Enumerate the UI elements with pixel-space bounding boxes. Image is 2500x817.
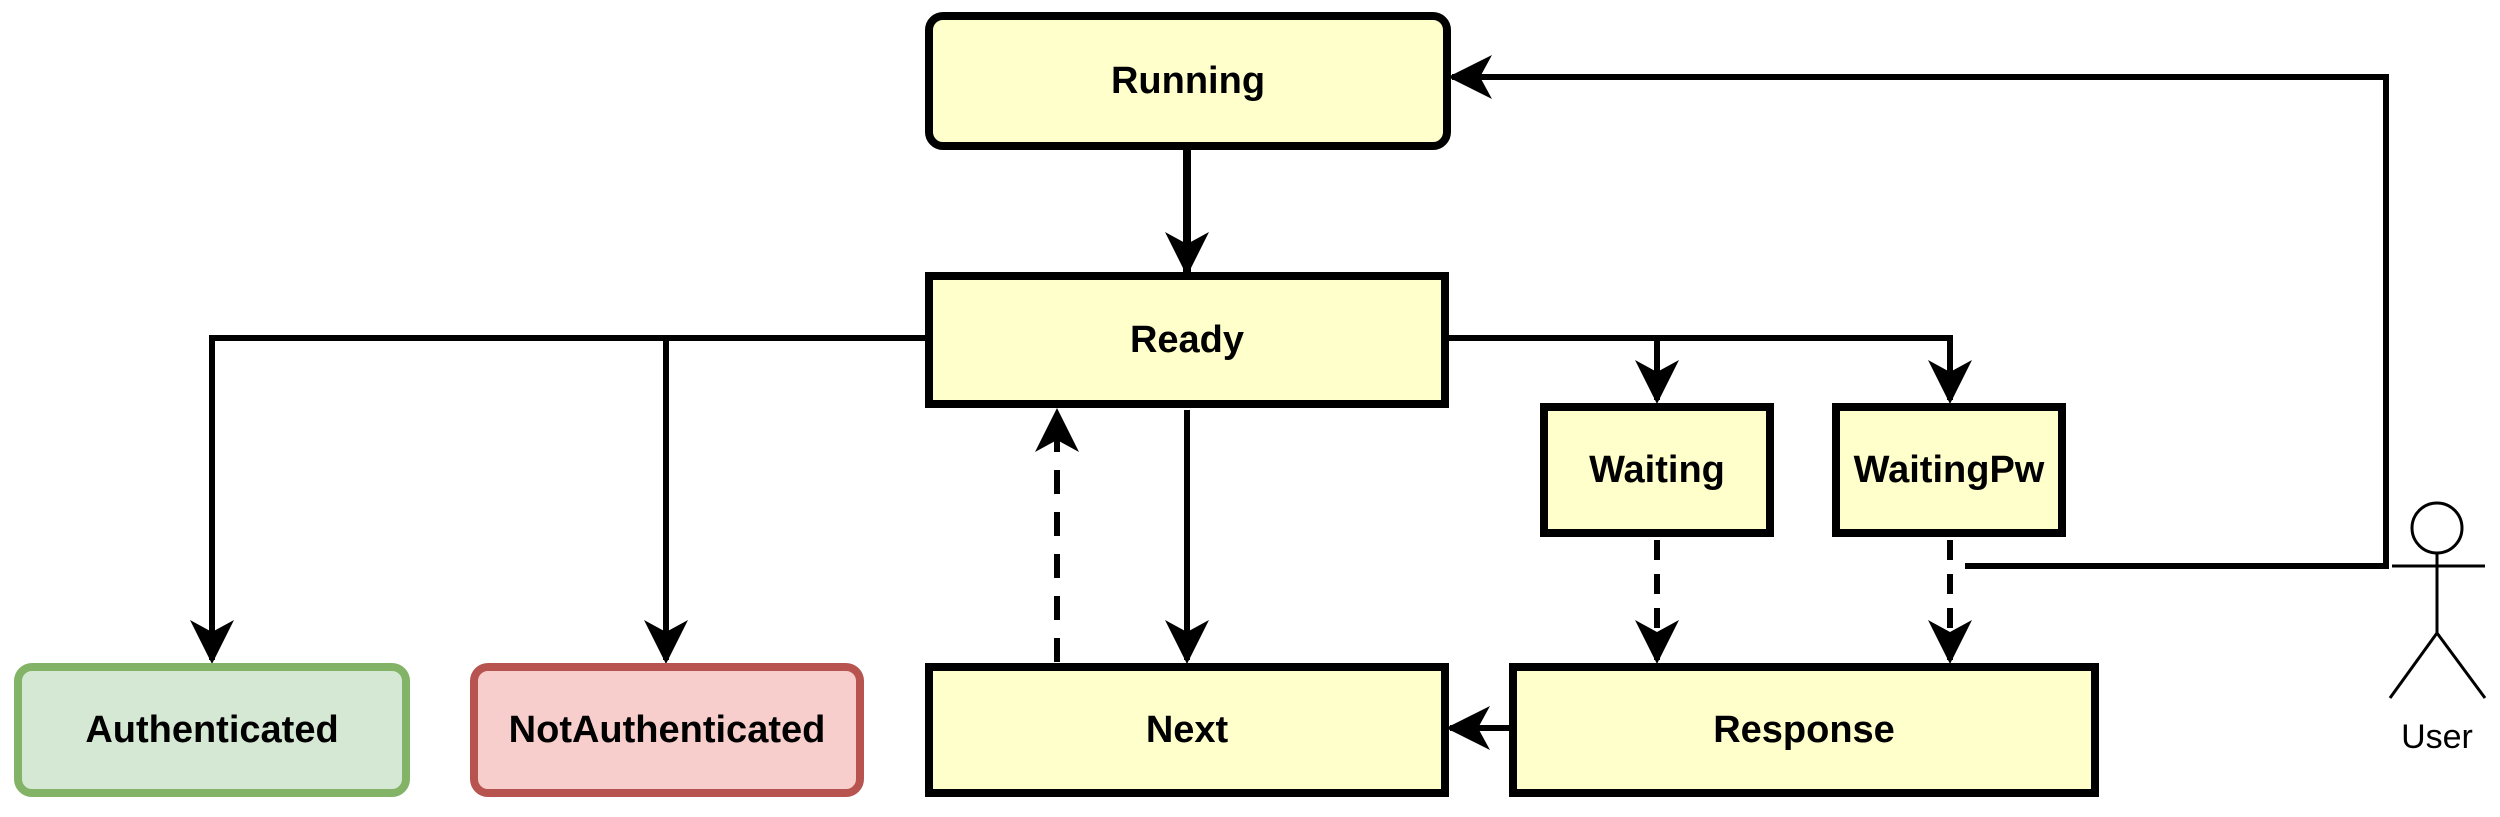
state-authenticated: Authenticated <box>14 663 410 797</box>
state-running: Running <box>925 12 1451 150</box>
state-waitingpw: WaitingPw <box>1832 403 2066 537</box>
state-ready: Ready <box>925 272 1449 408</box>
edge-ready-waiting <box>1447 335 1679 404</box>
state-response: Response <box>1509 663 2099 797</box>
state-notauthenticated: NotAuthenticated <box>470 663 864 797</box>
state-next: Next <box>925 663 1449 797</box>
edge-ready-authenticated <box>190 335 928 664</box>
user-actor-icon <box>2388 501 2487 699</box>
edge-ready-waitingpw <box>1657 335 1972 404</box>
edge-user-running <box>1448 55 2389 569</box>
user-actor-label: User <box>2401 718 2473 756</box>
state-waiting: Waiting <box>1540 403 1774 537</box>
